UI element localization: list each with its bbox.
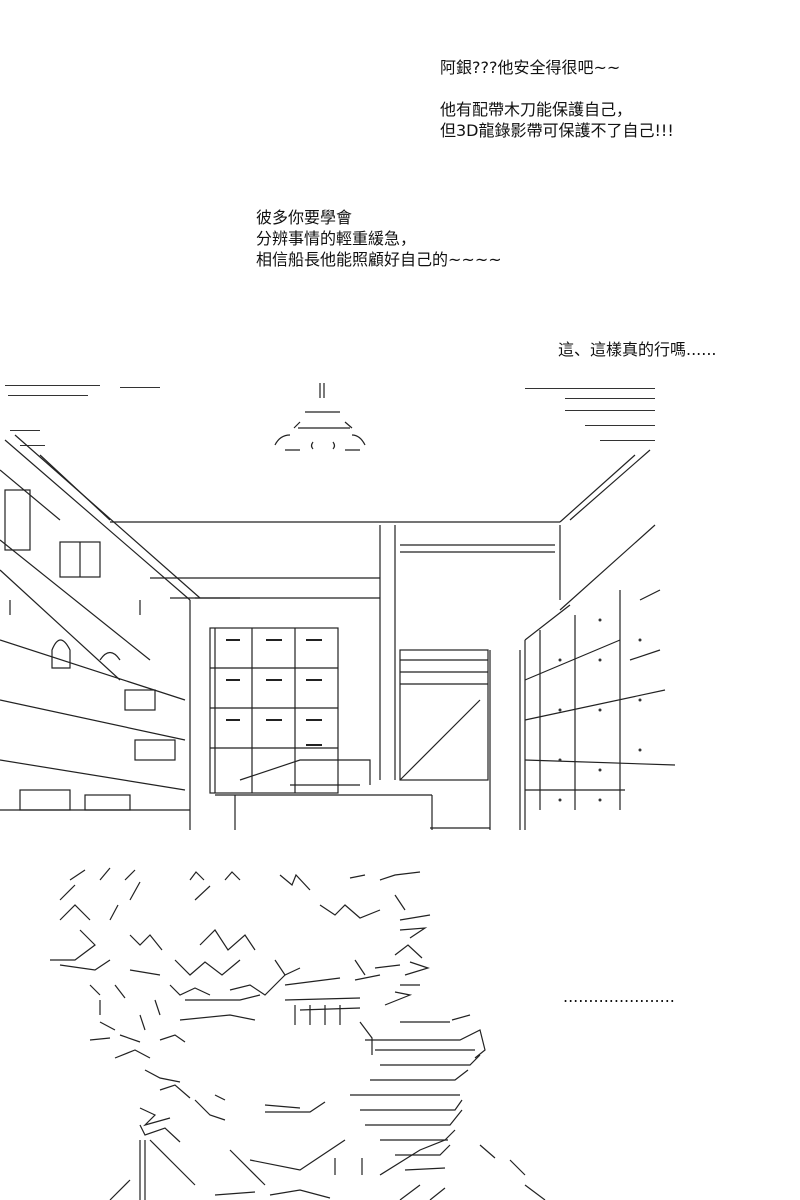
dialogue-block-4: ...................... — [563, 986, 675, 1007]
room-frame — [110, 449, 656, 830]
dialogue-block-2: 彼多你要學會 分辨事情的輕重緩急， 相信船長他能照顧好自己的~~~~ — [256, 207, 502, 270]
coat-collar — [350, 1014, 486, 1171]
counter-desk — [215, 759, 490, 830]
left-wall-lines — [0, 434, 201, 811]
doorway — [399, 649, 491, 830]
dialogue-line: 阿銀???他安全得很吧~~ — [440, 58, 621, 77]
ceiling-lamp-icon — [274, 383, 366, 451]
ceiling-texture — [5, 385, 655, 446]
dialogue-line: 他有配帶木刀能保護自己， — [440, 100, 633, 119]
body-outline — [109, 1129, 546, 1200]
ellipsis-line: ...................... — [563, 987, 675, 1006]
dialogue-block-3: 這、這樣真的行嗎...... — [558, 339, 717, 360]
dialogue-line: 彼多你要學會 — [256, 208, 353, 227]
face — [89, 994, 361, 1143]
dialogue-block-1: 阿銀???他安全得很吧~~ 他有配帶木刀能保護自己， 但3D龍錄影帶可保護不了自… — [440, 57, 674, 141]
dialogue-line: 相信船長他能照顧好自己的~~~~ — [256, 250, 502, 269]
dialogue-line: 分辨事情的輕重緩急， — [256, 229, 417, 248]
drawer-cabinet — [209, 627, 339, 794]
spiky-hair — [50, 867, 431, 1016]
dialogue-line: 但3D龍錄影帶可保護不了自己!!! — [440, 121, 674, 140]
dialogue-line: 這、這樣真的行嗎...... — [558, 340, 717, 359]
right-shelves — [519, 589, 676, 830]
